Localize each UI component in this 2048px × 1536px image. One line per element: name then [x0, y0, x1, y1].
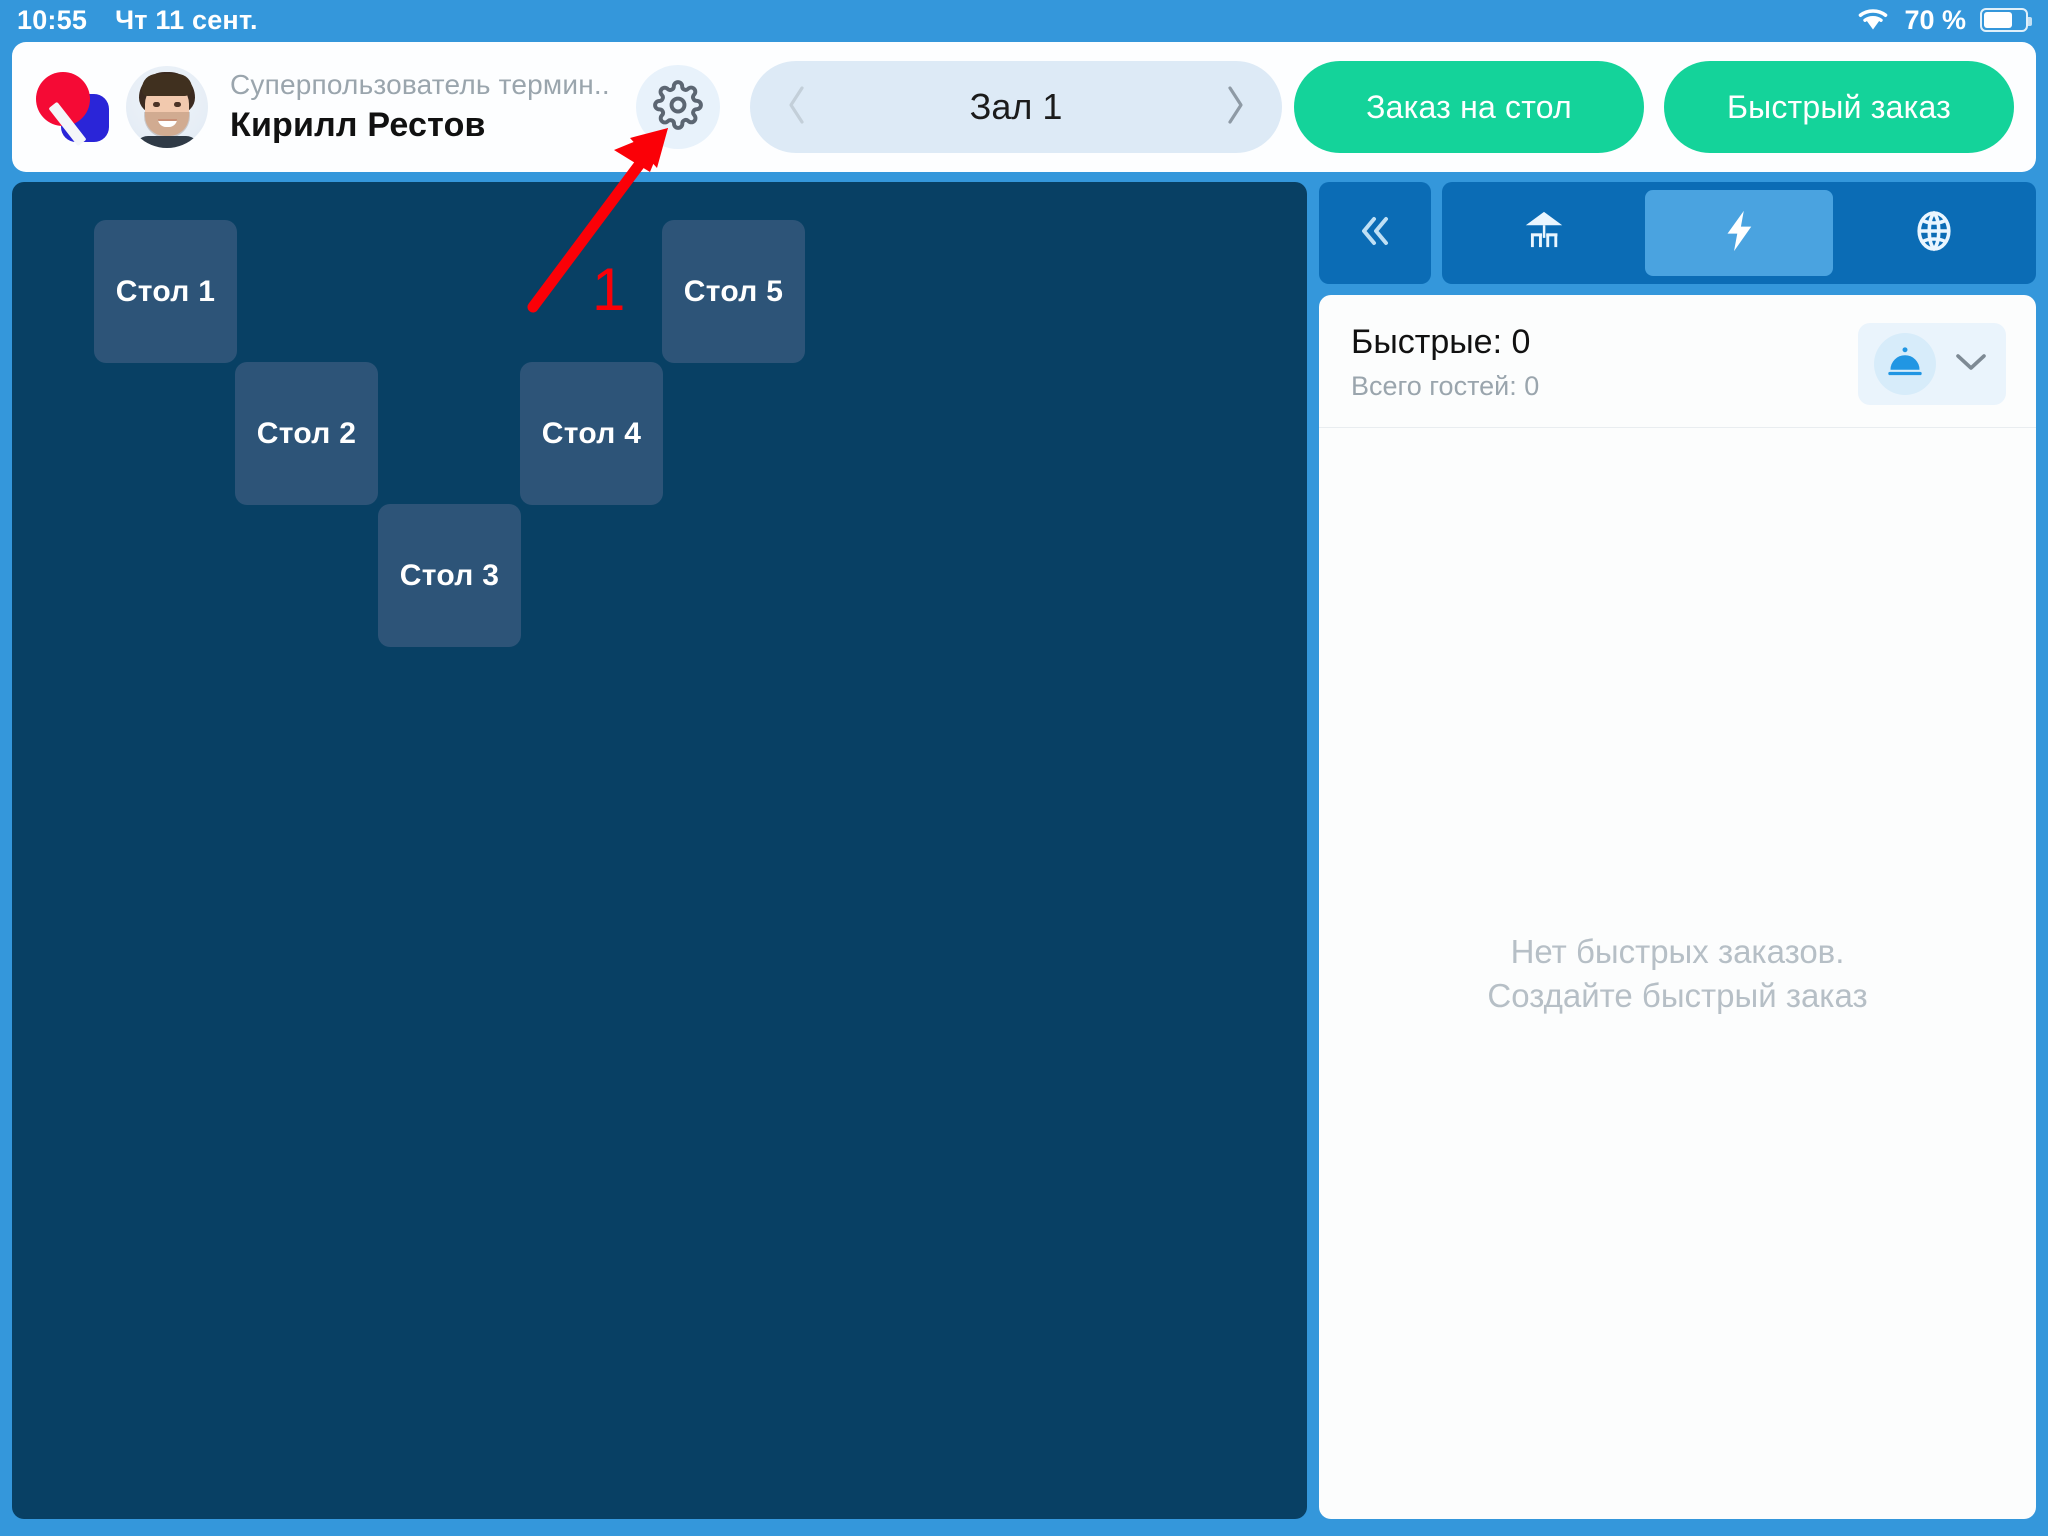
quick-order-button[interactable]: Быстрый заказ — [1664, 61, 2014, 153]
table-item[interactable]: Стол 4 — [520, 362, 663, 505]
user-role: Суперпользователь термин... — [230, 69, 610, 100]
table-item[interactable]: Стол 1 — [94, 220, 237, 363]
panel-header: Быстрые: 0 Всего гостей: 0 — [1319, 295, 2036, 428]
hall-selector[interactable]: Зал 1 — [750, 61, 1282, 153]
chevron-double-left-icon — [1352, 211, 1398, 256]
total-guests-label: Всего гостей: 0 — [1351, 371, 1540, 401]
app-logo-icon — [34, 68, 112, 147]
globe-icon — [1910, 207, 1958, 260]
tab-delivery[interactable] — [1839, 190, 2028, 276]
user-info: Суперпользователь термин... Кирилл Ресто… — [230, 69, 610, 145]
table-item[interactable]: Стол 5 — [662, 220, 805, 363]
panel-empty-state: Нет быстрых заказов. Создайте быстрый за… — [1319, 428, 2036, 1519]
chevron-right-icon[interactable] — [1222, 83, 1248, 132]
header-actions: Заказ на стол Быстрый заказ — [1294, 61, 2014, 153]
battery-percent: 70 % — [1904, 4, 1966, 35]
status-date: Чт 11 сент. — [115, 4, 258, 35]
quick-count-title: Быстрые: 0 — [1351, 323, 1531, 361]
serving-dome-icon — [1886, 345, 1924, 384]
status-time: 10:55 — [17, 4, 88, 35]
gear-icon — [653, 79, 703, 135]
settings-button[interactable] — [636, 65, 720, 149]
panel-header-text: Быстрые: 0 Всего гостей: 0 — [1351, 323, 1539, 402]
rail-toolbar — [1319, 182, 2036, 284]
empty-state-line1: Нет быстрых заказов. — [1510, 932, 1845, 970]
chevron-down-icon[interactable] — [1952, 349, 1990, 380]
hall-name: Зал 1 — [969, 86, 1063, 127]
table-order-button[interactable]: Заказ на стол — [1294, 61, 1644, 153]
right-rail: Быстрые: 0 Всего гостей: 0 — [1319, 182, 2036, 1519]
rail-tab-group — [1442, 182, 2036, 284]
status-right-cluster: 70 % — [1856, 4, 2032, 36]
table-item[interactable]: Стол 3 — [378, 504, 521, 647]
battery-icon — [1980, 8, 2032, 32]
user-name: Кирилл Рестов — [230, 106, 486, 144]
quick-orders-panel: Быстрые: 0 Всего гостей: 0 — [1319, 295, 2036, 1519]
terrace-table-icon — [1521, 208, 1567, 259]
empty-state-text: Нет быстрых заказов. Создайте быстрый за… — [1487, 930, 1867, 1017]
lightning-bolt-icon — [1716, 206, 1762, 261]
tab-halls[interactable] — [1450, 190, 1639, 276]
floor-plan-canvas[interactable]: Стол 1 Стол 2 Стол 3 Стол 4 Стол 5 — [12, 182, 1307, 1519]
panel-header-actions — [1858, 323, 2006, 405]
empty-state-line2: Создайте быстрый заказ — [1487, 976, 1868, 1014]
avatar[interactable] — [126, 66, 208, 148]
app-header: Суперпользователь термин... Кирилл Ресто… — [12, 42, 2036, 172]
serving-mode-button[interactable] — [1874, 333, 1936, 395]
tab-quick-orders[interactable] — [1644, 190, 1834, 276]
collapse-panel-button[interactable] — [1319, 182, 1431, 284]
chevron-left-icon[interactable] — [784, 83, 810, 132]
status-bar: 10:55 Чт 11 сент. 70 % — [0, 0, 2048, 40]
wifi-icon — [1856, 5, 1890, 36]
table-item[interactable]: Стол 2 — [235, 362, 378, 505]
